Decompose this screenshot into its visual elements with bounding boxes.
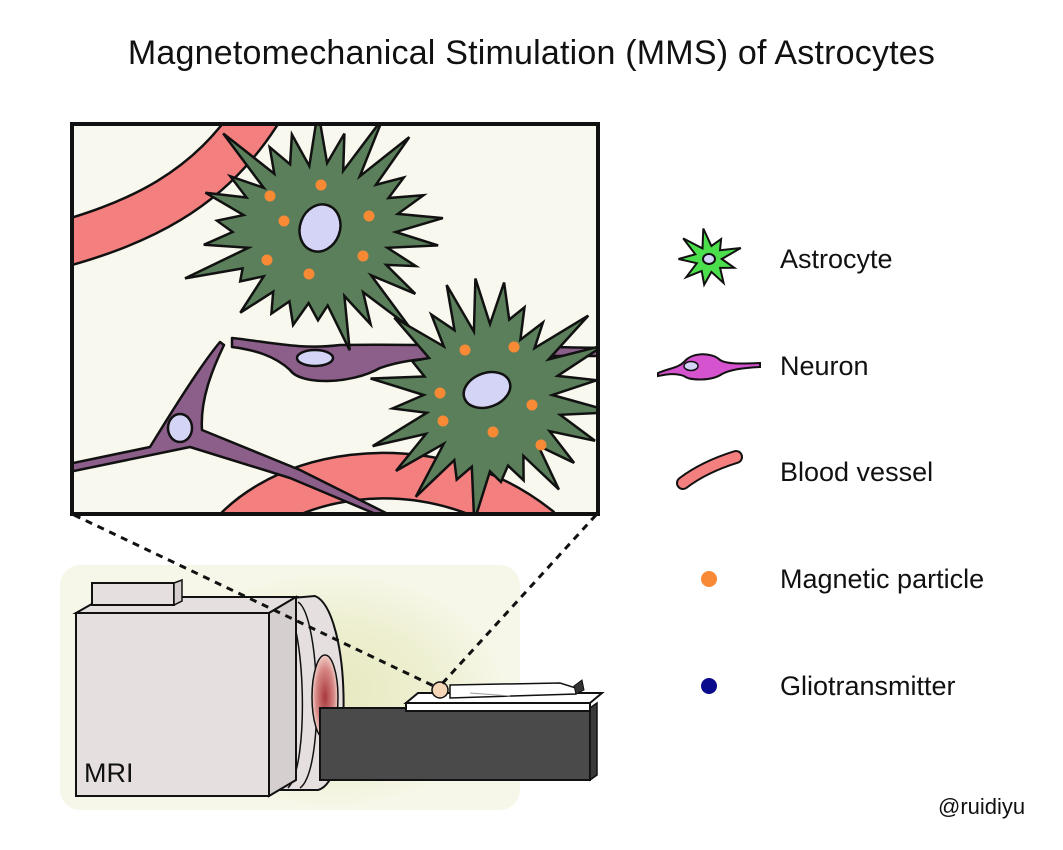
patient-table-base-side: [589, 701, 598, 782]
patient-table-base: [319, 707, 591, 781]
magnetic-particle: [363, 210, 375, 222]
neuron-right-nucleus: [295, 348, 335, 368]
mri-label: MRI: [84, 758, 134, 788]
magnetic-particle: [278, 215, 290, 227]
magnetic-particle: [434, 387, 446, 399]
diagram-title: Magnetomechanical Stimulation (MMS) of A…: [127, 34, 936, 72]
patient-feet: [573, 679, 585, 695]
magnetic-particle: [526, 399, 538, 411]
legend-label-magnetic-particle: Magnetic particle: [780, 564, 985, 594]
magnetic-particles: [261, 179, 547, 451]
magnetic-particle: [487, 426, 499, 438]
astrocyte-icon-nucleus: [702, 253, 716, 265]
patient-arm: [469, 692, 511, 697]
magnetic-particle: [315, 179, 327, 191]
mri-top-box-side: [173, 578, 183, 607]
zoom-guide-left: [73, 513, 439, 690]
magnetic-particle: [264, 190, 276, 202]
legend-label-blood-vessel: Blood vessel: [780, 457, 934, 487]
magnetic-particle-icon: [701, 571, 717, 587]
neuron-left-nucleus: [166, 412, 194, 444]
patient-head: [431, 681, 449, 699]
blood-vessel-bottom: [222, 454, 554, 514]
zoom-panel-frame: [70, 122, 600, 516]
neuron-left: [72, 340, 391, 514]
mri-scene: [60, 565, 605, 810]
astrocyte-upper-nucleus: [298, 203, 342, 253]
legend-label-neuron: Neuron: [780, 351, 869, 381]
blood-vessel-icon: [678, 452, 741, 488]
legend-label-gliotransmitter: Gliotransmitter: [780, 671, 956, 701]
gliotransmitter-icon: [701, 678, 717, 694]
legend-label-astrocyte: Astrocyte: [780, 244, 893, 274]
magnetic-particle: [459, 344, 471, 356]
magnetic-particle: [437, 415, 449, 427]
magnetic-particle: [508, 341, 520, 353]
neuron-icon: [657, 353, 761, 381]
magnetic-particle: [303, 268, 315, 280]
magnetic-particle: [357, 250, 369, 262]
astrocyte-lower-nucleus: [462, 370, 512, 410]
patient: [431, 679, 585, 699]
blood-vessel-top: [72, 124, 277, 264]
zoom-panel: [70, 122, 600, 516]
magnetic-particle: [261, 254, 273, 266]
patient-table-edge: [405, 702, 591, 712]
magnetic-particle: [535, 439, 547, 451]
mri-top-box: [91, 582, 175, 606]
mri-housing: [75, 612, 270, 797]
author-credit: @ruidiyu: [938, 794, 1026, 819]
mri-housing-side: [268, 595, 297, 798]
